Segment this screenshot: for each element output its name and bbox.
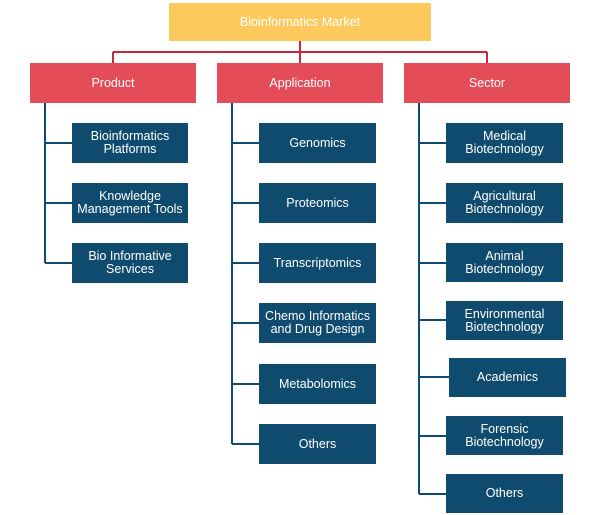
leaf-label: Proteomics [286, 195, 349, 210]
leaf-label: Genomics [289, 135, 346, 150]
root-node-label: Bioinformatics Market [239, 14, 361, 29]
leaf-label: Metabolomics [278, 376, 357, 391]
leaf-label: Environmental Biotechnology [464, 306, 545, 334]
category-sector: Sector [404, 63, 570, 103]
leaf-label: Knowledge Management Tools [77, 189, 183, 216]
product-item-knowledge-management-tools: Knowledge Management Tools [72, 183, 188, 223]
category-product-label: Product [91, 75, 135, 90]
sector-item-others: Others [446, 474, 563, 513]
leaf-label: Academics [476, 370, 539, 384]
leaf-label: Bioinformatics Platforms [90, 129, 170, 156]
leaf-label: Others [298, 436, 337, 451]
leaf-label: Forensic Biotechnology [465, 421, 544, 449]
sector-item-environmental-biotechnology: Environmental Biotechnology [446, 301, 563, 340]
leaf-label: Others [485, 486, 524, 500]
sector-item-agricultural-biotechnology: Agricultural Biotechnology [446, 183, 563, 223]
application-item-metabolomics: Metabolomics [259, 364, 376, 404]
sector-item-forensic-biotechnology: Forensic Biotechnology [446, 416, 563, 455]
application-item-chemo-informatics: Chemo Informatics and Drug Design [259, 303, 376, 343]
category-sector-label: Sector [468, 75, 506, 90]
application-item-others: Others [259, 424, 376, 464]
leaf-label: Medical Biotechnology [465, 129, 544, 156]
category-application-label: Application [269, 75, 331, 90]
leaf-label: Bio Informative Services [88, 249, 172, 276]
category-product: Product [30, 63, 196, 103]
leaf-label: Agricultural Biotechnology [465, 189, 544, 216]
sector-item-medical-biotechnology: Medical Biotechnology [446, 123, 563, 163]
application-item-proteomics: Proteomics [259, 183, 376, 223]
category-application: Application [217, 63, 383, 103]
product-item-bio-informative-services: Bio Informative Services [72, 243, 188, 283]
leaf-label: Chemo Informatics and Drug Design [265, 309, 370, 336]
sector-item-animal-biotechnology: Animal Biotechnology [446, 243, 563, 282]
product-item-bioinformatics-platforms: Bioinformatics Platforms [72, 123, 188, 163]
application-item-genomics: Genomics [259, 123, 376, 163]
leaf-label: Transcriptomics [273, 255, 362, 270]
application-item-transcriptomics: Transcriptomics [259, 243, 376, 283]
sector-item-academics: Academics [449, 358, 566, 397]
leaf-label: Animal Biotechnology [465, 248, 544, 276]
root-node: Bioinformatics Market [169, 3, 431, 41]
